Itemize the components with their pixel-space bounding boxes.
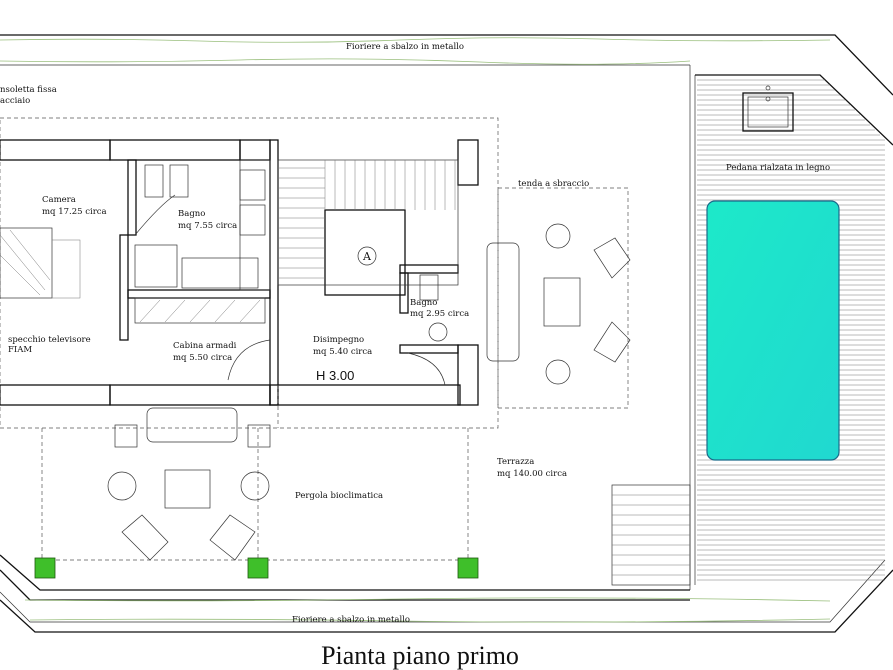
wardrobe	[134, 297, 271, 381]
label-disimpegno-area: mq 5.40 circa	[313, 347, 372, 357]
label-camera-area: mq 17.25 circa	[42, 207, 107, 217]
label-specchio-1: specchio televisore	[8, 335, 91, 345]
label-pergola: Pergola bioclimatica	[295, 491, 383, 501]
planter-boxes	[34, 557, 479, 579]
label-bagno2-name: Bagno	[410, 298, 437, 308]
bed	[0, 227, 81, 299]
staircase	[277, 159, 459, 286]
tenda-area	[486, 187, 631, 409]
label-fioriere-top: Fioriere a sbalzo in metallo	[346, 42, 464, 52]
label-tenda: tenda a sbraccio	[518, 179, 589, 189]
bathroom-1-fixtures	[134, 164, 266, 289]
terrace-steps	[611, 484, 691, 586]
label-fioriere-bottom: Fioriere a sbalzo in metallo	[292, 615, 410, 625]
terrace-outline	[0, 34, 893, 633]
label-cabina-name: Cabina armadi	[173, 341, 237, 351]
stair-marker-label: A	[362, 250, 372, 263]
bathroom-2-fixtures	[407, 274, 448, 386]
label-specchio-2: FIAM	[8, 345, 32, 355]
label-pedana: Pedana rialzata in legno	[726, 163, 830, 173]
label-bagno1-area: mq 7.55 circa	[178, 221, 237, 231]
plan-caption: Pianta piano primo	[321, 641, 519, 670]
label-disimpegno-name: Disimpegno	[313, 335, 364, 345]
pergola-area	[41, 407, 469, 561]
label-bagno2-area: mq 2.95 circa	[410, 309, 469, 319]
label-height: H 3.00	[316, 368, 354, 383]
label-terrazza-name: Terrazza	[497, 457, 534, 467]
pool	[706, 200, 840, 461]
label-terrazza-area: mq 140.00 circa	[497, 469, 567, 479]
label-bagno1-name: Bagno	[178, 209, 205, 219]
house-walls	[0, 117, 499, 429]
label-camera-name: Camera	[42, 195, 76, 205]
label-mensola-2: acciaio	[0, 96, 30, 106]
deck-hatch	[742, 85, 794, 132]
stair-marker: A	[357, 246, 377, 266]
label-mensola-1: nsoletta fissa	[0, 85, 57, 95]
label-cabina-area: mq 5.50 circa	[173, 353, 232, 363]
